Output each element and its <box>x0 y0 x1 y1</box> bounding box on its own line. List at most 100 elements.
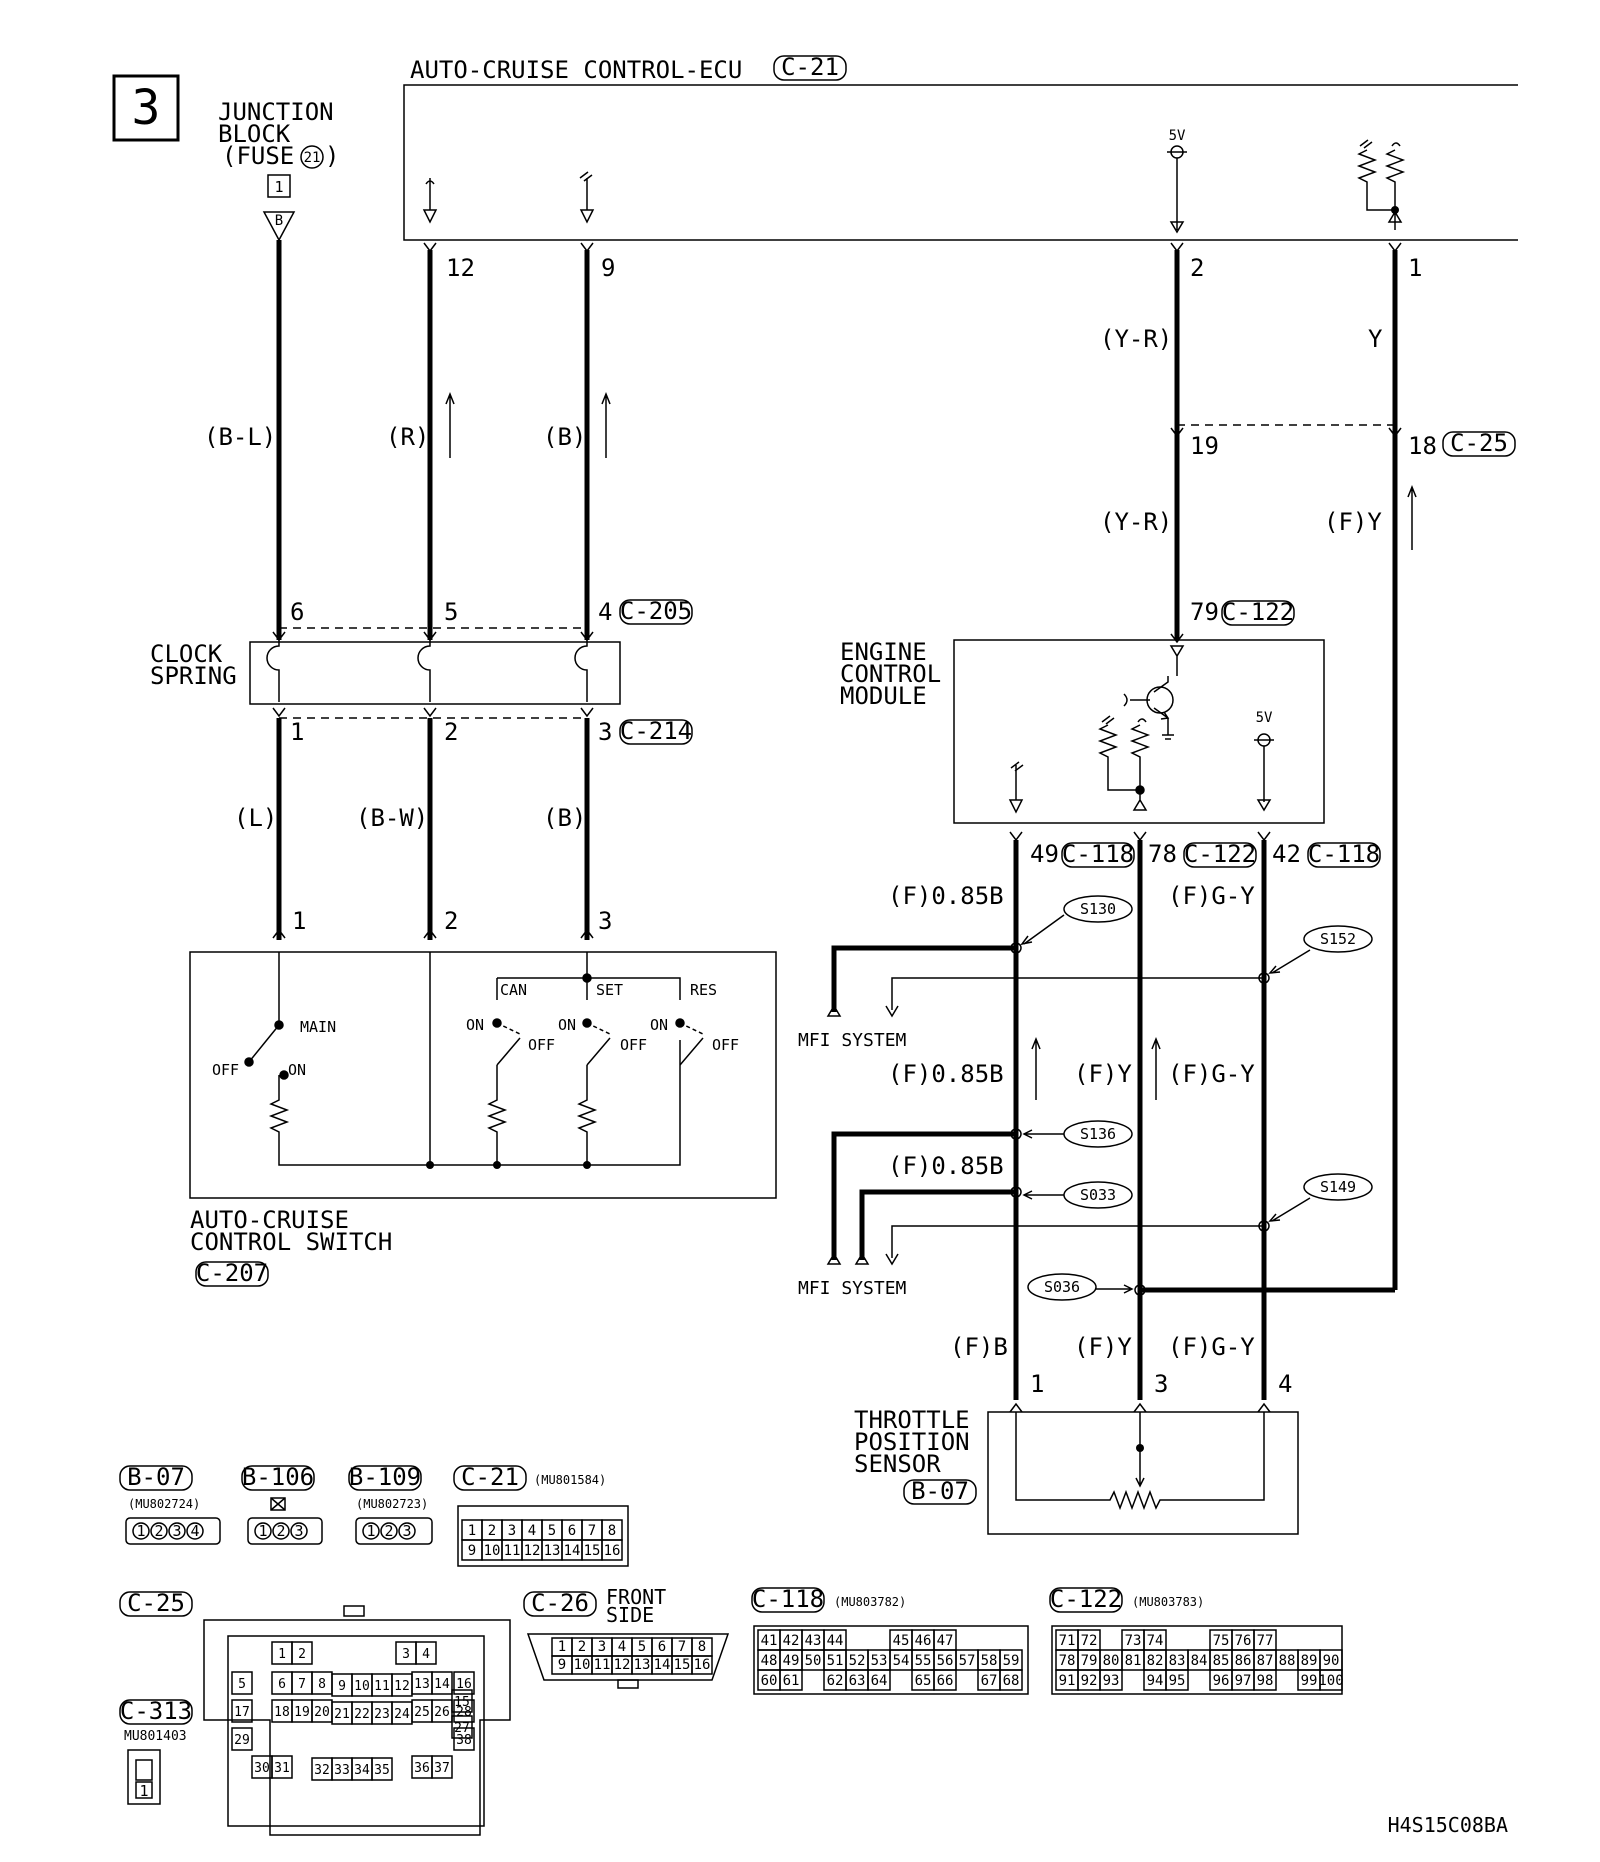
c26-pin-15: 15 <box>674 1657 691 1673</box>
clock-bottom-pin-1: 1 <box>290 718 304 746</box>
c118-pin-65: 65 <box>915 1673 932 1689</box>
wire-label-fy-mid: (F)Y <box>1074 1060 1132 1088</box>
engine-control-module: 79 C-122 ENGINE CONTROL MODULE 5V 49 C-1… <box>840 598 1381 868</box>
ecm-line3: MODULE <box>840 682 927 710</box>
ecm-pin-49: 49 <box>1030 840 1059 868</box>
c118-pin-58: 58 <box>981 1653 998 1669</box>
wire-label-b-mid: (B) <box>543 804 586 832</box>
b106-pin-1: 1 <box>258 1522 267 1540</box>
c25-cell <box>271 1755 293 1779</box>
c26-pin-5: 5 <box>638 1639 646 1655</box>
clock-bottom-connector: C-214 <box>620 717 692 745</box>
page-number-box <box>112 74 180 142</box>
junction-block: JUNCTION BLOCK (FUSE 21 ) 1 B <box>218 98 339 242</box>
c21-pin-13: 13 <box>544 1543 561 1559</box>
c21-pin-12: 12 <box>524 1543 541 1559</box>
c21-pin-4: 4 <box>528 1523 536 1539</box>
c26-pin-2: 2 <box>578 1639 586 1655</box>
c118-pin-68: 68 <box>1003 1673 1020 1689</box>
c25-cell <box>431 1699 453 1723</box>
c118-pin-67: 67 <box>981 1673 998 1689</box>
c26-pin-7: 7 <box>678 1639 686 1655</box>
tps-line1: THROTTLE <box>854 1406 970 1434</box>
c25-name: C-25 <box>127 1589 185 1617</box>
c21-pin-8: 8 <box>608 1523 616 1539</box>
c122-pin-88: 88 <box>1279 1653 1296 1669</box>
c313-name: C-313 <box>120 1697 192 1725</box>
c122-pin-89: 89 <box>1301 1653 1318 1669</box>
c122-pin-72: 72 <box>1081 1633 1098 1649</box>
b109-pin-2: 2 <box>384 1522 393 1540</box>
c21-pin-2: 2 <box>488 1523 496 1539</box>
ecu-pin-1: 1 <box>1408 254 1422 282</box>
c21-name: C-21 <box>461 1463 519 1491</box>
c26-pin-10: 10 <box>574 1657 591 1673</box>
c122-pin-73: 73 <box>1125 1633 1142 1649</box>
c25-cell <box>453 1727 475 1751</box>
c21-cell <box>601 1539 623 1561</box>
c25-pin-28: 28 <box>456 1705 472 1720</box>
figure-code: H4S15C08BA <box>1388 1813 1508 1837</box>
c122-pin-98: 98 <box>1257 1673 1274 1689</box>
c118-part: (MU803782) <box>834 1595 906 1609</box>
clock-bottom-pin-3: 3 <box>598 718 612 746</box>
switch-can-on: ON <box>466 1016 484 1034</box>
wire-label-r: (R) <box>386 423 429 451</box>
c26-pin-1: 1 <box>558 1639 566 1655</box>
wire-label-l: (L) <box>234 804 277 832</box>
b07-pin-4: 4 <box>190 1522 199 1540</box>
c122-pin-71: 71 <box>1059 1633 1076 1649</box>
c25-cell <box>453 1671 475 1695</box>
b109-pin-3: 3 <box>402 1522 411 1540</box>
cruise-switch: 1 2 3 MAIN OFF ON <box>189 907 777 1287</box>
c122-pin-82: 82 <box>1147 1653 1164 1669</box>
ecu-pin-12: 12 <box>446 254 475 282</box>
c26-cell <box>691 1655 713 1675</box>
c118-pin-49: 49 <box>783 1653 800 1669</box>
splice-s136: S136 <box>1080 1125 1116 1143</box>
connector-legends: B-07 (MU802724) 1 2 3 4 B-106 1 2 3 B-10… <box>119 1463 1344 1836</box>
c25-cell <box>291 1641 313 1665</box>
c122-pin-90: 90 <box>1323 1653 1340 1669</box>
junction-line2: BLOCK <box>218 120 291 148</box>
c122-cell <box>1165 1669 1189 1691</box>
c122-pin-85: 85 <box>1213 1653 1230 1669</box>
c118-pin-56: 56 <box>937 1653 954 1669</box>
b109-name: B-109 <box>349 1463 421 1491</box>
wire-label-fgy-1: (F)G-Y <box>1168 882 1255 910</box>
c25-cell <box>371 1757 393 1781</box>
c25-pin-18: 18 <box>274 1705 290 1720</box>
b109-part: (MU802723) <box>356 1497 428 1511</box>
c21-pin-7: 7 <box>588 1523 596 1539</box>
c118-pin-44: 44 <box>827 1633 844 1649</box>
c118-pin-48: 48 <box>761 1653 778 1669</box>
c21-pin-10: 10 <box>484 1543 501 1559</box>
c25-pin-18: 18 <box>1408 432 1437 460</box>
c25-pin-31: 31 <box>274 1761 290 1776</box>
ecm-top-connector: C-122 <box>1222 598 1294 626</box>
c118-pin-42: 42 <box>783 1633 800 1649</box>
upper-wires: 12 9 2 1 (B-L) (R) (B) (Y-R) Y 19 18 C-2… <box>204 240 1516 1290</box>
c21-pin-16: 16 <box>604 1543 621 1559</box>
c118-pin-46: 46 <box>915 1633 932 1649</box>
c25-pin-2: 2 <box>298 1647 306 1662</box>
c122-pin-86: 86 <box>1235 1653 1252 1669</box>
switch-line1: AUTO-CRUISE <box>190 1206 349 1234</box>
tps-pin-4: 4 <box>1278 1370 1292 1398</box>
ecu-pin-2: 2 <box>1190 254 1204 282</box>
c21-pin-5: 5 <box>548 1523 556 1539</box>
c25-pin-6: 6 <box>278 1677 286 1692</box>
splice-s149: S149 <box>1320 1178 1356 1196</box>
c25-pin-23: 23 <box>374 1707 390 1722</box>
c25-pin-4: 4 <box>422 1647 430 1662</box>
clock-top-pin-4: 4 <box>598 598 612 626</box>
c118-pin-59: 59 <box>1003 1653 1020 1669</box>
c25-pin-36: 36 <box>414 1761 430 1776</box>
c25-pin-32: 32 <box>314 1763 330 1778</box>
c122-pin-81: 81 <box>1125 1653 1142 1669</box>
tps-connector: B-07 <box>911 1477 969 1505</box>
c25-join-connector: C-25 <box>1450 429 1508 457</box>
